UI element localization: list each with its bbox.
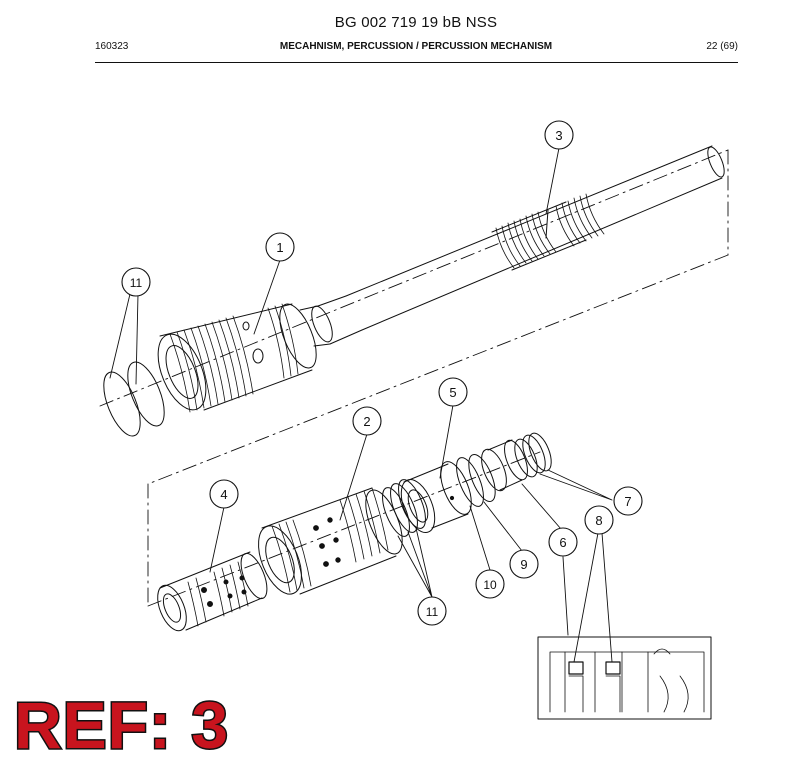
svg-text:5: 5 bbox=[449, 385, 456, 400]
callout-11-upper: 11 bbox=[121, 267, 151, 297]
svg-text:2: 2 bbox=[363, 414, 370, 429]
part-6-bushing bbox=[481, 439, 528, 492]
front-cylinder-threads bbox=[271, 487, 389, 593]
sleeve-grooves bbox=[187, 561, 249, 627]
part-11-o-rings-lower bbox=[382, 479, 426, 537]
assembly-axis-lines bbox=[99, 149, 729, 607]
svg-text:11: 11 bbox=[426, 605, 439, 619]
svg-text:7: 7 bbox=[624, 494, 631, 509]
part-3-piston bbox=[299, 145, 725, 347]
svg-text:8: 8 bbox=[595, 513, 602, 528]
callout-8: 8 bbox=[584, 505, 614, 535]
part-1-cylinder bbox=[157, 303, 317, 413]
leader-lines bbox=[109, 147, 613, 663]
part-7-8-seal-rings bbox=[514, 432, 552, 478]
reference-stamp: REF: 3 bbox=[12, 688, 230, 762]
callout-5: 5 bbox=[438, 377, 468, 407]
callouts: 1 2 3 4 5 6 7 8 9 10 11 11 bbox=[121, 120, 643, 626]
svg-text:9: 9 bbox=[520, 557, 527, 572]
svg-text:10: 10 bbox=[483, 578, 497, 592]
section-title: MECAHNISM, PERCUSSION / PERCUSSION MECHA… bbox=[279, 41, 553, 52]
part-11-o-rings-upper bbox=[103, 361, 165, 437]
header-rule bbox=[95, 62, 738, 63]
date-code: 160323 bbox=[95, 41, 129, 52]
callout-11-lower: 11 bbox=[417, 596, 447, 626]
part-10-ring bbox=[456, 457, 484, 507]
callout-9: 9 bbox=[509, 549, 539, 579]
svg-text:3: 3 bbox=[555, 128, 562, 143]
front-cylinder-ports bbox=[313, 517, 341, 567]
callout-10: 10 bbox=[475, 569, 505, 599]
part-5-valve-body bbox=[400, 461, 472, 533]
callout-1: 1 bbox=[265, 232, 295, 262]
svg-text:4: 4 bbox=[220, 487, 227, 502]
sleeve-ports bbox=[201, 575, 247, 607]
callout-4: 4 bbox=[209, 479, 239, 509]
callout-6: 6 bbox=[548, 527, 578, 557]
document-number: BG 002 719 19 bB NSS bbox=[334, 14, 498, 31]
part-4-sleeve bbox=[157, 551, 268, 632]
part-2-front-cylinder bbox=[258, 487, 403, 595]
detail-inset bbox=[537, 636, 712, 720]
piston-grooves bbox=[495, 193, 605, 269]
part-9-ring bbox=[468, 454, 496, 502]
svg-text:11: 11 bbox=[130, 276, 143, 290]
callout-7: 7 bbox=[613, 486, 643, 516]
svg-text:1: 1 bbox=[276, 240, 283, 255]
svg-text:6: 6 bbox=[559, 535, 566, 550]
callout-2: 2 bbox=[352, 406, 382, 436]
page-number: 22 (69) bbox=[706, 41, 738, 52]
cylinder-threads bbox=[169, 303, 299, 413]
callout-3: 3 bbox=[544, 120, 574, 150]
